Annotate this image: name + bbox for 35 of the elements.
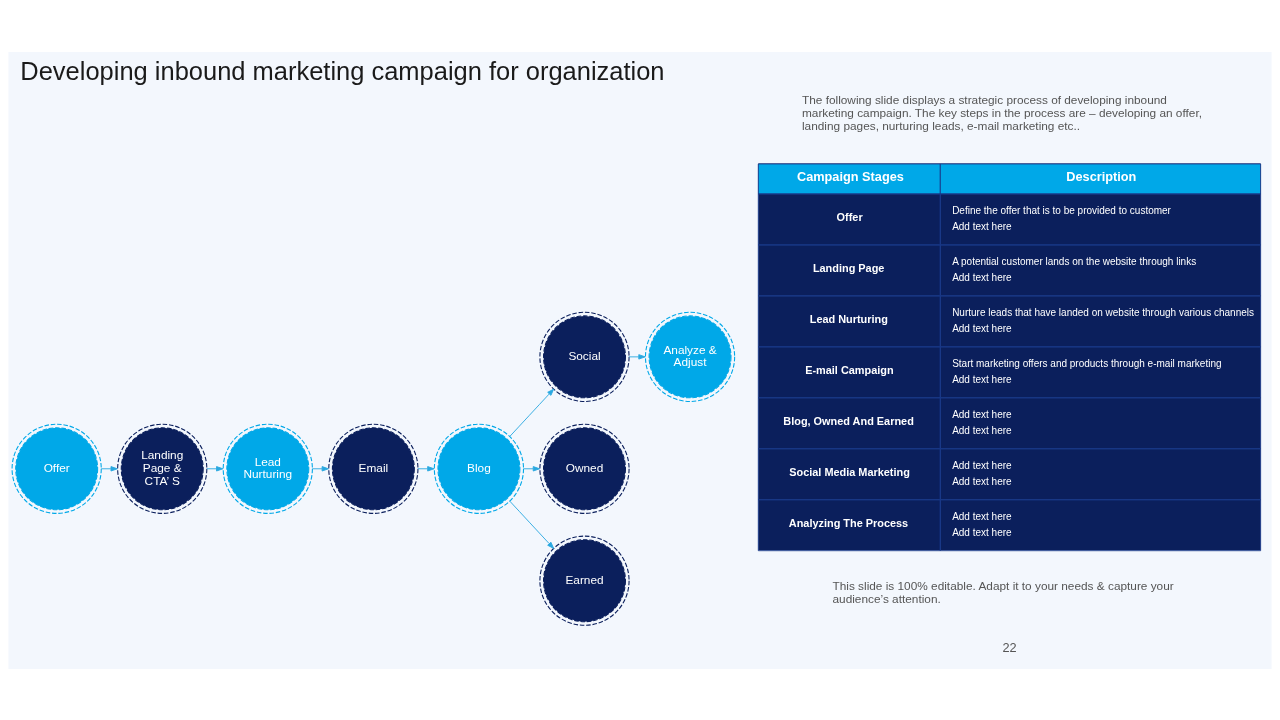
label: Description [1066,168,1137,184]
label: Add text here [952,510,1012,522]
arrow [509,500,555,549]
label: This slide is 100% editable. Adapt it to your needs & capture your audience’s attention. [832,578,1174,606]
label: Add text here [952,526,1012,538]
label: 22 [1002,639,1017,655]
label: Social Media Marketing [789,465,910,478]
label: Add text here [952,322,1012,334]
label: Add text here [952,271,1012,283]
label: Add text here [952,408,1012,420]
label: Analyzing The Process [788,516,909,529]
arrow [311,465,329,471]
label: Add text here [952,475,1012,487]
arrow [100,465,118,471]
label: The following slide displays a strategic process of developing inbound marketing campaign. The key steps in the process are – developing an offer, landing pages, nurturing leads, e-mail marketing etc.. [801,92,1202,133]
label: Campaign Stages [796,168,904,184]
label: Start marketing offers and products through e-mail marketing [952,357,1222,369]
arrow [206,465,224,471]
label: Lead Nurturing [809,312,888,325]
arrow [628,353,646,360]
label: Nurture leads that have landed on website through various channels [952,306,1255,318]
label: Add text here [952,424,1012,436]
diagram-title: Developing inbound marketing campaign for organization [20,56,665,85]
arrow [417,465,435,471]
label: Define the offer that is to be provided to customer [952,204,1171,216]
label: Blog, Owned And Earned [783,414,914,427]
label: Landing Page [812,261,885,274]
arrow [509,388,555,437]
label: Offer [836,210,863,223]
arrow [523,465,541,471]
label: Add text here [952,459,1012,471]
label: A potential customer lands on the website through links [952,255,1197,267]
label: E-mail Campaign [805,363,894,376]
label: Add text here [952,220,1012,232]
label: Add text here [952,373,1012,385]
